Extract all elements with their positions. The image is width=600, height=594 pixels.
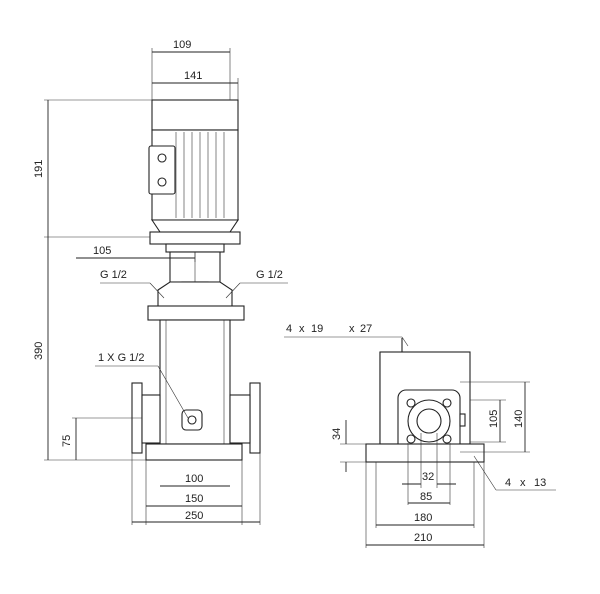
bolt-hole-tr [442, 398, 452, 408]
label-anchor-size: 13 [534, 477, 546, 489]
dim-port-diameter: 32 [422, 471, 434, 483]
label-anchor-holes: 4 [505, 477, 511, 489]
label-times-1: x [299, 323, 305, 335]
side-dimension-lines [44, 48, 288, 525]
dim-motor-width: 141 [184, 70, 202, 82]
dim-pump-height: 390 [33, 342, 45, 360]
dim-base-width: 180 [414, 512, 432, 524]
label-times-3: x [520, 477, 526, 489]
flange-view: 4 x 19 x 27 34 105 140 32 85 180 210 4 x… [284, 323, 556, 548]
dim-inlet-height: 75 [61, 435, 73, 447]
flange-dimension-lines [284, 336, 556, 548]
dim-motor-width-top: 109 [173, 39, 191, 51]
label-bolt-hole-depth: 27 [360, 323, 372, 335]
coupling [147, 243, 245, 321]
dim-flange-offset: 105 [93, 245, 111, 257]
dim-base-inner: 100 [185, 473, 203, 485]
dim-base-overall: 250 [185, 510, 203, 522]
base-plate [145, 443, 243, 461]
dim-base-overall-flange: 210 [414, 532, 432, 544]
label-times-2: x [349, 323, 355, 335]
label-port-left: G 1/2 [100, 269, 127, 281]
motor [148, 99, 241, 245]
bolt-hole-bl [406, 434, 416, 444]
label-bolt-hole-size: 19 [311, 323, 323, 335]
dim-motor-height: 191 [33, 160, 45, 178]
bolt-hole-tl [406, 398, 416, 408]
label-port-right: G 1/2 [256, 269, 283, 281]
side-view: 109 141 191 390 105 G 1/2 G 1/2 1 X G 1/… [33, 39, 288, 525]
dim-flange-inner: 105 [488, 410, 500, 428]
flange-base [365, 443, 485, 463]
dim-bolt-circle: 85 [420, 491, 432, 503]
bolt-hole-br [442, 434, 452, 444]
label-drain-port: 1 X G 1/2 [98, 352, 144, 364]
dim-base-thickness: 34 [331, 428, 343, 440]
label-bolt-holes: 4 [286, 323, 292, 335]
dim-flange-outer: 140 [513, 410, 525, 428]
port-inner [416, 408, 442, 434]
pump-sleeve [159, 319, 231, 445]
dim-base-mid: 150 [185, 493, 203, 505]
